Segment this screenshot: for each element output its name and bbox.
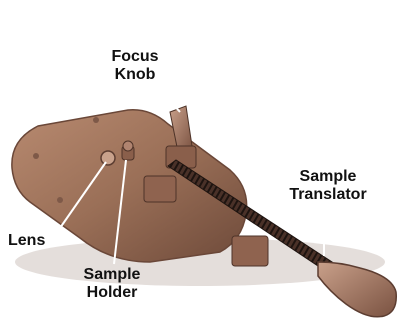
sample-holder-tip [123, 141, 133, 151]
lens [101, 151, 115, 165]
sample-translator-handle [318, 262, 396, 317]
rivet [93, 117, 99, 123]
leader-line [160, 90, 180, 112]
lens-label: Lens [8, 232, 45, 250]
bracket-block [232, 236, 268, 266]
lens-label-text: Lens [8, 232, 45, 249]
bracket-block [144, 176, 176, 202]
rivet [33, 153, 39, 159]
rivet [57, 197, 63, 203]
